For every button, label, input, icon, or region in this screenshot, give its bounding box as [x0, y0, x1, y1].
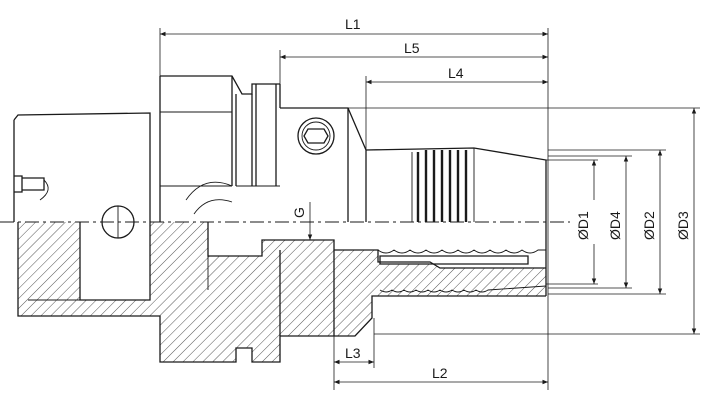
dim-label-g: G	[291, 207, 307, 218]
upper-half-outline	[13, 75, 547, 222]
dim-label-l3: L3	[345, 345, 361, 361]
dim-label-l2: L2	[432, 365, 448, 381]
section-hatching	[18, 222, 546, 362]
dimension-lines	[159, 28, 700, 390]
dim-label-d4: ØD4	[607, 211, 623, 240]
dim-label-d2: ØD2	[641, 211, 657, 240]
dim-label-l5: L5	[404, 40, 420, 56]
dim-label-d3: ØD3	[675, 211, 691, 240]
dim-label-l4: L4	[448, 65, 464, 81]
dim-label-d1: ØD1	[575, 211, 591, 240]
hex-socket-screw-icon	[297, 117, 335, 155]
dimension-labels: L1 L5 L4 L3 L2 G ØD1 ØD4 ØD2 ØD3	[291, 16, 691, 381]
lower-half-outline	[17, 222, 547, 363]
dim-label-l1: L1	[345, 16, 361, 32]
